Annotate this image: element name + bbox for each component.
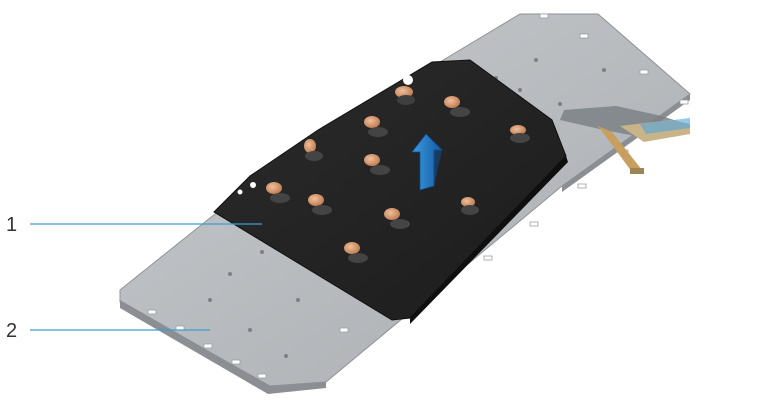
callout-2-number: 2 <box>6 320 17 342</box>
callout-1-number: 1 <box>6 214 17 236</box>
